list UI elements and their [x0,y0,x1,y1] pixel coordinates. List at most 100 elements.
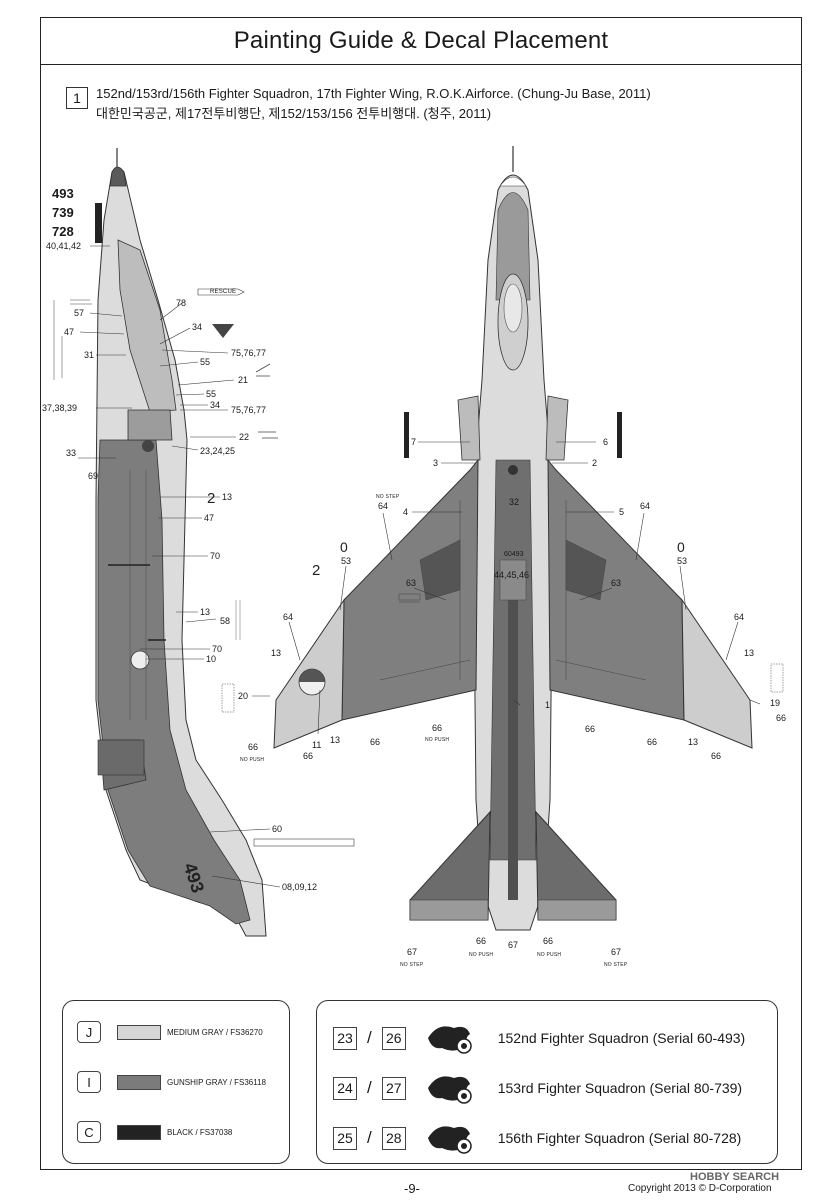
squadron-name: 156th Fighter Squadron (Serial 80-728) [497,1130,742,1146]
squadron-row: 24 / 27 153rd Fighter Squadron (Serial 8… [333,1070,742,1106]
callout: 67 [611,947,622,957]
squadron-emblem-icon [427,1026,472,1054]
callout: 47 [204,513,215,523]
squadron-name: 152nd Fighter Squadron (Serial 60-493) [497,1030,746,1046]
callout: 44,45,46 [494,570,530,580]
callout: 13 [271,648,282,658]
callout: 66 [711,751,722,761]
title-bar: Painting Guide & Decal Placement [41,18,801,65]
svg-text:2: 2 [207,490,215,507]
color-swatch-medium-gray [117,1024,161,1040]
callout: 75,76,77 [231,405,267,415]
callout: 66 [476,936,487,946]
callout: 60 [272,824,283,834]
callout: 53 [677,556,688,566]
callout: 37,38,39 [42,403,78,413]
callout: 53 [341,556,352,566]
callout: 70 [210,551,221,561]
callout: 66 [432,723,443,733]
rescue-label: RESCUE [210,289,237,295]
callout: 66 [647,737,658,747]
page-number: -9- [404,1181,420,1196]
stencil-no-push: NO PUSH [425,737,450,743]
callout: 66 [303,751,314,761]
callout: 63 [611,578,622,588]
callout: 67 [407,947,418,957]
side-roundel [130,650,150,670]
squadron-name: 153rd Fighter Squadron (Serial 80-739) [497,1080,743,1096]
callout: 11 [312,740,322,750]
callout: 13 [200,607,211,617]
callout: 13 [688,737,699,747]
color-swatch-gunship-gray [117,1074,161,1090]
side-serial-3: 728 [52,224,74,239]
callout: 66 [585,724,596,734]
callout: 64 [283,612,294,622]
svg-text:0: 0 [340,539,348,555]
side-canopy [117,239,177,413]
callout: 57 [74,308,85,318]
callout: 70 [212,644,223,654]
callout: 2 [592,458,598,468]
callout: 3 [433,458,439,468]
callout: 10 [206,654,217,664]
color-legend: J MEDIUM GRAY / FS36270 I GUNSHIP GRAY /… [62,1000,290,1164]
callout: 6 [603,437,609,447]
callout: 1 [545,700,551,710]
color-key-badge: I [77,1071,101,1093]
callout: 69 [88,471,99,481]
decal-number: 25 [333,1126,357,1150]
copyright: Copyright 2013 © D-Corporation [628,1183,772,1194]
callout: 7 [411,437,417,447]
callout: 58 [220,616,231,626]
color-name: BLACK / FS37038 [167,1127,233,1137]
stencil-no-step: NO STEP [400,962,424,968]
color-key-badge: C [77,1121,101,1143]
callout: 67 [508,940,519,950]
callout: 64 [640,501,651,511]
squadron-emblem-icon [427,1126,472,1154]
side-serial-1: 493 [52,186,74,201]
callout: 66 [370,737,381,747]
callout: 47 [64,327,75,337]
callout: 55 [206,389,217,399]
step-number: 1 [66,87,88,109]
squadron-row: 23 / 26 152nd Fighter Squadron (Serial 6… [333,1020,745,1056]
callout: 32 [509,497,520,507]
decal-number: 23 [333,1026,357,1050]
callout: 40,41,42 [46,241,82,251]
callout: 5 [619,507,625,517]
callout: 66 [776,713,787,723]
callout: 66 [543,936,554,946]
decal-number: 26 [381,1026,406,1050]
stencil-no-push: NO PUSH [240,757,265,763]
stencil-no-step: NO STEP [376,494,400,500]
side-serial-2: 739 [52,205,74,220]
callout: 75,76,77 [231,348,267,358]
callout: 31 [84,350,95,360]
watermark-logo: HOBBY SEARCH [690,1171,780,1183]
callout: 19 [770,698,781,708]
decal-number: 28 [381,1126,406,1150]
callout: 34 [210,400,221,410]
callout: 78 [176,298,187,308]
callout: 21 [238,375,249,385]
color-row: J MEDIUM GRAY / FS36270 [77,1021,263,1043]
squadron-row: 25 / 28 156th Fighter Squadron (Serial 8… [333,1120,741,1156]
color-swatch-black [117,1124,161,1140]
page-frame: Painting Guide & Decal Placement [40,17,802,1170]
callout: 34 [192,322,203,332]
squadron-emblem-icon [427,1076,472,1104]
callout: 13 [330,735,341,745]
callout: 55 [200,357,211,367]
svg-text:2: 2 [312,562,320,579]
callout: 66 [248,742,259,752]
stencil-no-step: NO STEP [604,962,628,968]
decal-number: 24 [333,1076,357,1100]
svg-text:0: 0 [677,539,685,555]
callout: 23,24,25 [200,446,236,456]
color-row: C BLACK / FS37038 [77,1121,232,1143]
color-key-badge: J [77,1021,101,1043]
